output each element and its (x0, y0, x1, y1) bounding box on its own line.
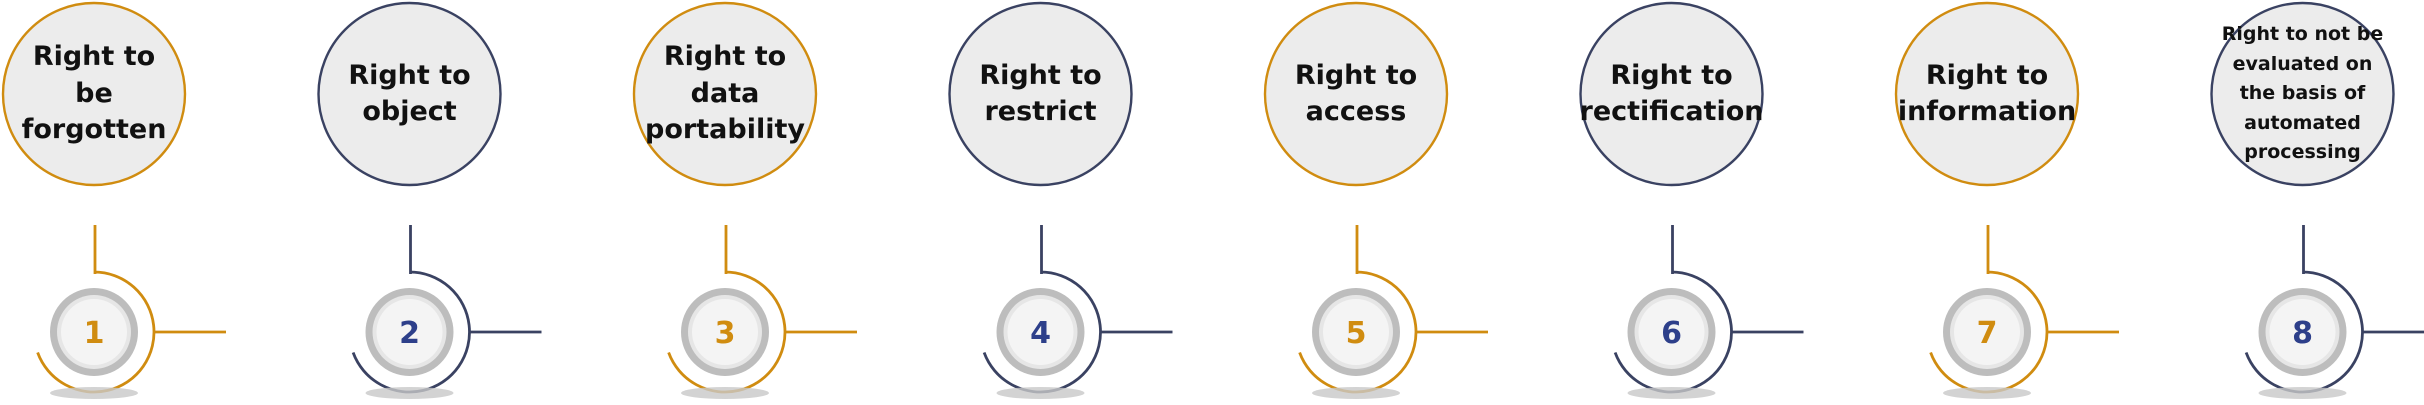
step-6-shadow (1627, 387, 1716, 399)
step-7-shadow (1943, 387, 2031, 399)
step-4-label: Right to restrict (979, 59, 1102, 127)
step-3-shadow (681, 387, 769, 399)
step-3-label: Right to data portability (645, 41, 805, 146)
step-6-label-circle (1579, 1, 1764, 187)
step-3-medallion-face (692, 299, 758, 365)
step-4-shadow (996, 387, 1085, 399)
step-5-medallion-face (1323, 299, 1389, 365)
step-4-medallion-face (1007, 299, 1074, 365)
step-7-connector-arc (1929, 225, 2049, 394)
step-8-connector-arc (2244, 225, 2364, 394)
step-1-medallion-face (61, 299, 127, 365)
step-2-medallion-face (376, 299, 443, 365)
step-7-medallion-face (1954, 299, 2020, 365)
step-1-shadow (50, 387, 138, 399)
step-3-connector-arc (667, 225, 787, 394)
step-5-connector-arc (1298, 225, 1418, 394)
step-4-label-circle (948, 1, 1133, 187)
step-6-label: Right to rectification (1579, 59, 1764, 127)
step-1-label: Right to be forgotten (21, 41, 167, 146)
step-8-label-circle (2210, 1, 2395, 187)
step-2-connector-arc (351, 225, 471, 394)
step-4-connector-arc (982, 225, 1102, 394)
step-8-shadow (2258, 387, 2347, 399)
step-5-number: 5 (1346, 316, 1367, 351)
step-2-number: 2 (399, 316, 420, 351)
step-7-number: 7 (1977, 316, 1998, 351)
step-1-number: 1 (84, 316, 105, 351)
step-5-shadow (1312, 387, 1400, 399)
step-8-number: 8 (2292, 316, 2313, 351)
step-7-label-circle (1894, 1, 2080, 187)
step-6-medallion-face (1638, 299, 1705, 365)
step-3-number: 3 (715, 316, 736, 351)
step-2-shadow (365, 387, 454, 399)
step-5-label: Right to access (1294, 59, 1418, 127)
step-8-medallion-face (2269, 299, 2336, 365)
step-6-number: 6 (1661, 316, 1682, 351)
step-5-label-circle (1263, 1, 1449, 187)
step-3-label-circle (632, 1, 818, 187)
step-7-label: Right to information (1897, 59, 2077, 127)
step-4-number: 4 (1030, 316, 1051, 351)
step-1-label-circle (1, 1, 187, 187)
step-6-connector-arc (1613, 225, 1733, 394)
step-1-connector-arc (36, 225, 156, 394)
step-2-label: Right to object (348, 59, 471, 127)
step-2-label-circle (317, 1, 502, 187)
step-8-label: Right to not be evaluated on the basis o… (2221, 23, 2384, 164)
